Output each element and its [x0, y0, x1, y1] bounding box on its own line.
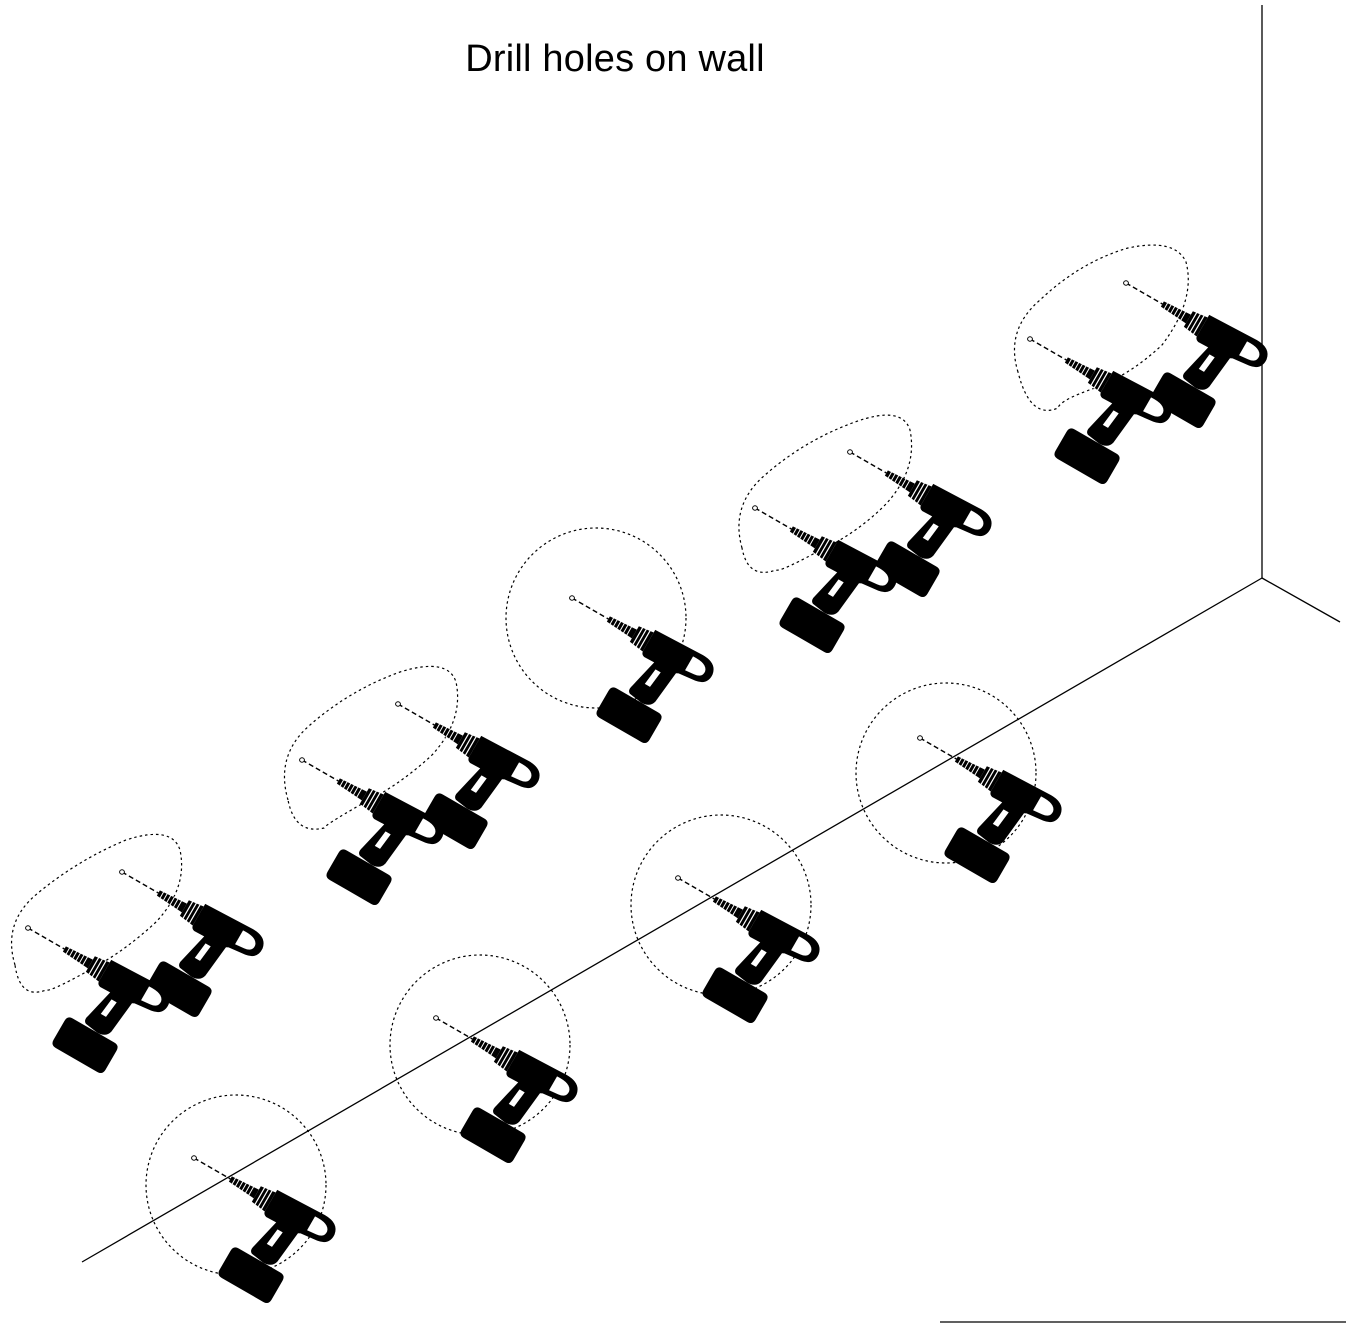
hole-marker-icon — [848, 450, 853, 454]
drill-icon — [633, 864, 825, 1036]
hole-marker-icon — [300, 758, 305, 762]
drill-icon — [391, 1004, 583, 1176]
floor-side-line — [1262, 578, 1340, 622]
hole-marker-icon — [26, 926, 31, 930]
drill-icon — [0, 914, 175, 1086]
hole-marker-icon — [396, 702, 401, 706]
drill-group-single-lower-right — [856, 683, 1067, 896]
floor-edge-line — [82, 578, 1262, 1262]
drill-icon — [527, 584, 719, 756]
drill-group-single-bottom-left — [146, 1095, 341, 1316]
hole-marker-icon — [676, 876, 681, 880]
drill-icon — [149, 1144, 341, 1316]
drill-icon — [985, 325, 1177, 497]
hole-marker-icon — [918, 736, 923, 740]
drill-groups — [0, 245, 1273, 1316]
hole-marker-icon — [120, 870, 125, 874]
hole-marker-icon — [1028, 337, 1033, 341]
hole-marker-icon — [570, 596, 575, 600]
drill-group-pair-far-left — [0, 834, 269, 1086]
drill-group-single-upper-center — [506, 528, 719, 756]
drill-group-pair-upper-left — [257, 666, 545, 918]
hole-marker-icon — [192, 1156, 197, 1160]
hole-marker-icon — [1124, 281, 1129, 285]
drill-group-pair-upper-right — [985, 245, 1273, 497]
hole-marker-icon — [753, 506, 758, 510]
drill-group-pair-upper-middle — [710, 415, 997, 666]
drill-icon — [257, 746, 449, 918]
drill-icon — [875, 724, 1067, 896]
hole-marker-icon — [434, 1016, 439, 1020]
